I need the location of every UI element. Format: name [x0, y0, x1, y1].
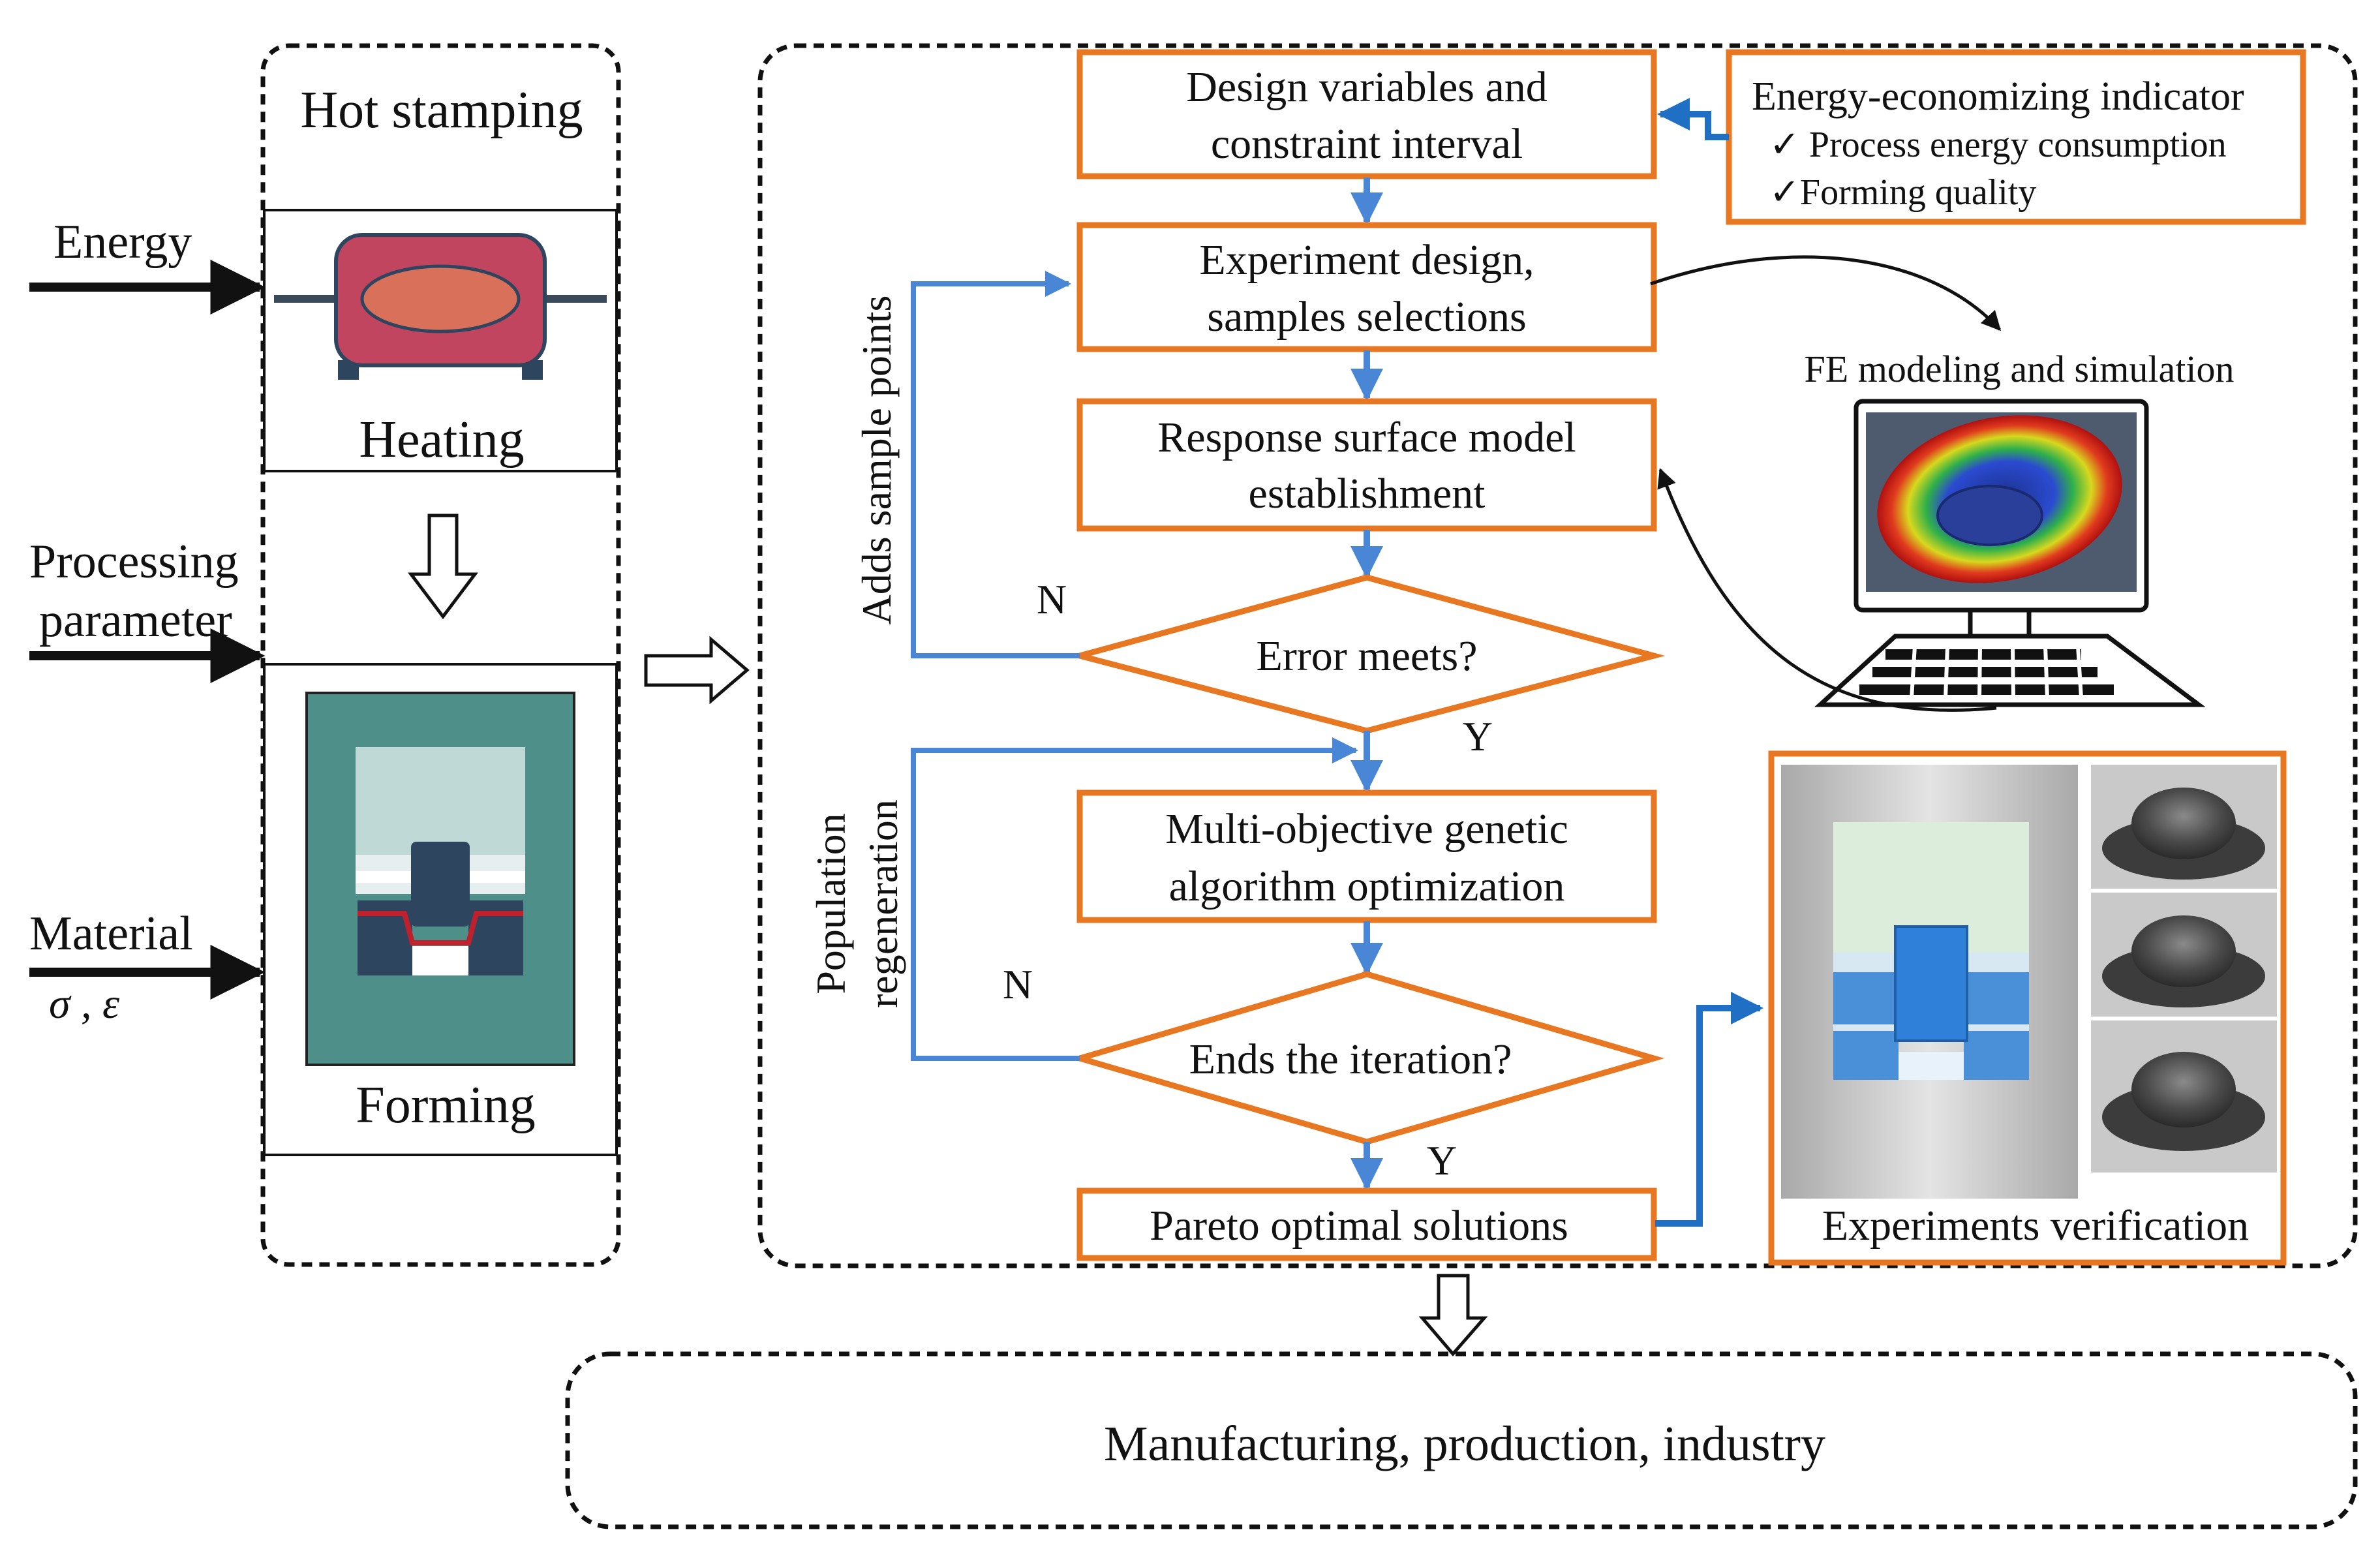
material-label: Material — [29, 907, 193, 960]
experiment-design-line2: samples selections — [1207, 293, 1526, 341]
energy-indicator-box — [1726, 49, 2306, 225]
to-industry-arrow — [1418, 1274, 1488, 1357]
to-fe-arrow — [1650, 255, 2002, 331]
hot-stamping-title: Hot stamping — [300, 82, 583, 139]
industry-label: Manufacturing, production, industry — [1104, 1417, 1825, 1471]
population-label-line1: Population — [808, 813, 854, 994]
response-surface-line1: Response surface model — [1157, 414, 1576, 461]
response-surface-box — [1076, 398, 1657, 532]
optimization-container — [757, 43, 2358, 1268]
processing-label-line1: Processing — [29, 535, 239, 589]
indicator-item-quality: ✓Forming quality — [1769, 172, 2036, 213]
decision2-yes-label: Y — [1427, 1137, 1457, 1184]
population-label-line2: regeneration — [860, 799, 906, 1008]
response-surface-line2: establishment — [1249, 470, 1486, 517]
experiments-label: Experiments verification — [1822, 1202, 2249, 1250]
adds-sample-loop — [911, 271, 1080, 658]
pareto-label: Pareto optimal solutions — [1150, 1202, 1568, 1250]
pareto-box — [1076, 1188, 1657, 1261]
forming-die-icon — [305, 692, 575, 1066]
industry-container — [565, 1351, 2358, 1529]
experiment-design-line1: Experiment design, — [1199, 236, 1534, 284]
genetic-algorithm-line2: algorithm optimization — [1169, 863, 1565, 910]
experiment-design-box — [1076, 222, 1657, 352]
decision1-no-label: N — [1037, 576, 1067, 622]
pareto-to-experiments-arrow — [1655, 992, 1763, 1227]
formed-part-photos — [2091, 765, 2277, 1173]
design-variables-line2: constraint interval — [1211, 120, 1523, 168]
ends-iteration-label: Ends the iteration? — [1189, 1035, 1512, 1083]
genetic-algorithm-box — [1076, 790, 1657, 923]
genetic-algorithm-line1: Multi-objective genetic — [1165, 805, 1568, 853]
decision1-yes-label: Y — [1463, 713, 1493, 759]
adds-sample-label: Adds sample points — [853, 296, 900, 625]
indicator-to-design-arrow — [1657, 98, 1729, 140]
heating-label: Heating — [359, 411, 524, 468]
heating-panel — [263, 209, 618, 472]
error-meets-label: Error meets? — [1257, 632, 1478, 680]
panel-right-arrow — [644, 636, 750, 705]
material-symbols: σ , ε — [49, 980, 119, 1028]
indicator-item-energy: ✓ Process energy consumption — [1769, 125, 2227, 165]
design-variables-box — [1076, 49, 1657, 179]
fe-modeling-label: FE modeling and simulation — [1805, 348, 2235, 390]
forming-label: Forming — [356, 1077, 536, 1134]
processing-label-line2: parameter — [39, 594, 232, 647]
process-down-arrow — [407, 514, 479, 620]
population-regeneration-loop — [911, 737, 1358, 1061]
heater-icon — [274, 233, 607, 380]
forming-panel — [263, 663, 618, 1156]
computer-icon — [1814, 399, 2206, 707]
experiment-die-image — [1781, 765, 2078, 1199]
energy-indicator-title: Energy-economizing indicator — [1752, 74, 2244, 119]
design-variables-line1: Design variables and — [1186, 63, 1548, 111]
decision2-no-label: N — [1003, 961, 1033, 1007]
fe-to-response-arrow — [1657, 468, 1997, 712]
energy-label: Energy — [53, 215, 192, 269]
